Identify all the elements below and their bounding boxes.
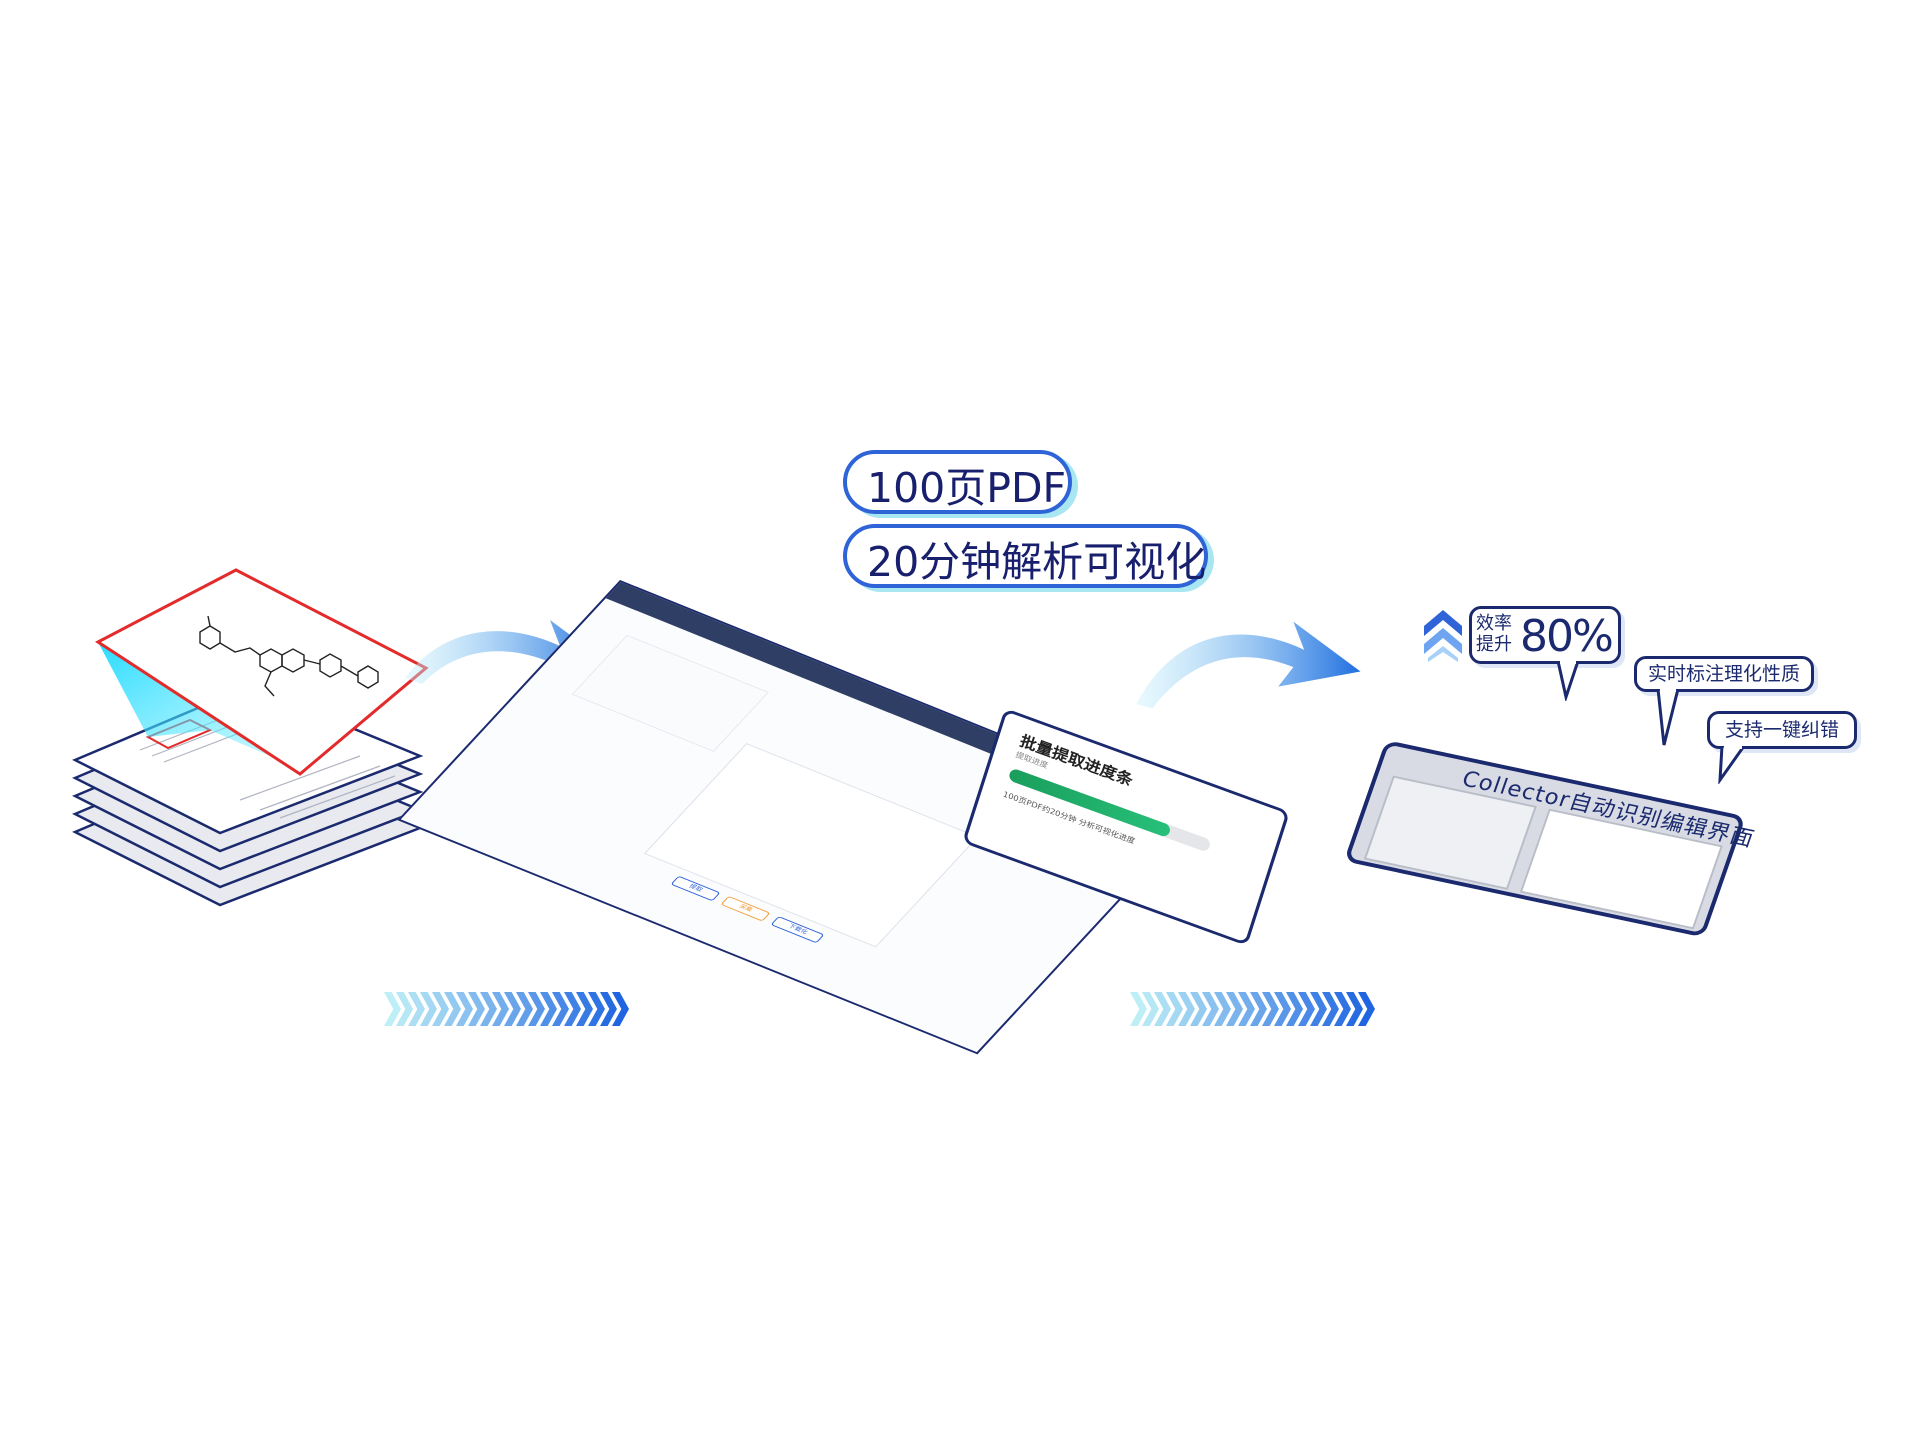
correction-bubble: 支持一键纠错 <box>1707 711 1857 749</box>
bubble-tail <box>1656 689 1680 746</box>
chevron-right-icon <box>384 992 629 1026</box>
bubble-tail <box>1556 661 1580 701</box>
headline-speed: 20分钟解析可视化 <box>843 524 1208 588</box>
chevron-right-icon <box>1130 992 1375 1026</box>
molecule-structure <box>199 615 379 697</box>
chevron-mark <box>1130 992 1147 1026</box>
app-canvas-panel <box>643 743 979 948</box>
efficiency-label-line2: 提升 <box>1476 634 1512 655</box>
double-chevron-up-icon <box>1424 610 1462 662</box>
collector-frame: Collector自动识别编辑界面 <box>1343 740 1758 938</box>
headline-pages: 100页PDF <box>843 450 1072 514</box>
efficiency-label-line1: 效率 <box>1476 613 1512 634</box>
collector-card: Collector自动识别编辑界面 <box>1343 740 1758 938</box>
property-bubble: 实时标注理化性质 <box>1634 656 1814 692</box>
pdf-stack-illustration <box>72 568 429 907</box>
efficiency-bubble: 效率 提升 80% <box>1469 606 1621 664</box>
efficiency-value: 80% <box>1520 611 1614 662</box>
chevron-mark <box>384 992 401 1026</box>
bubble-tail <box>1718 746 1746 784</box>
curved-arrow-icon <box>1136 621 1361 709</box>
efficiency-label: 效率 提升 <box>1476 613 1520 655</box>
